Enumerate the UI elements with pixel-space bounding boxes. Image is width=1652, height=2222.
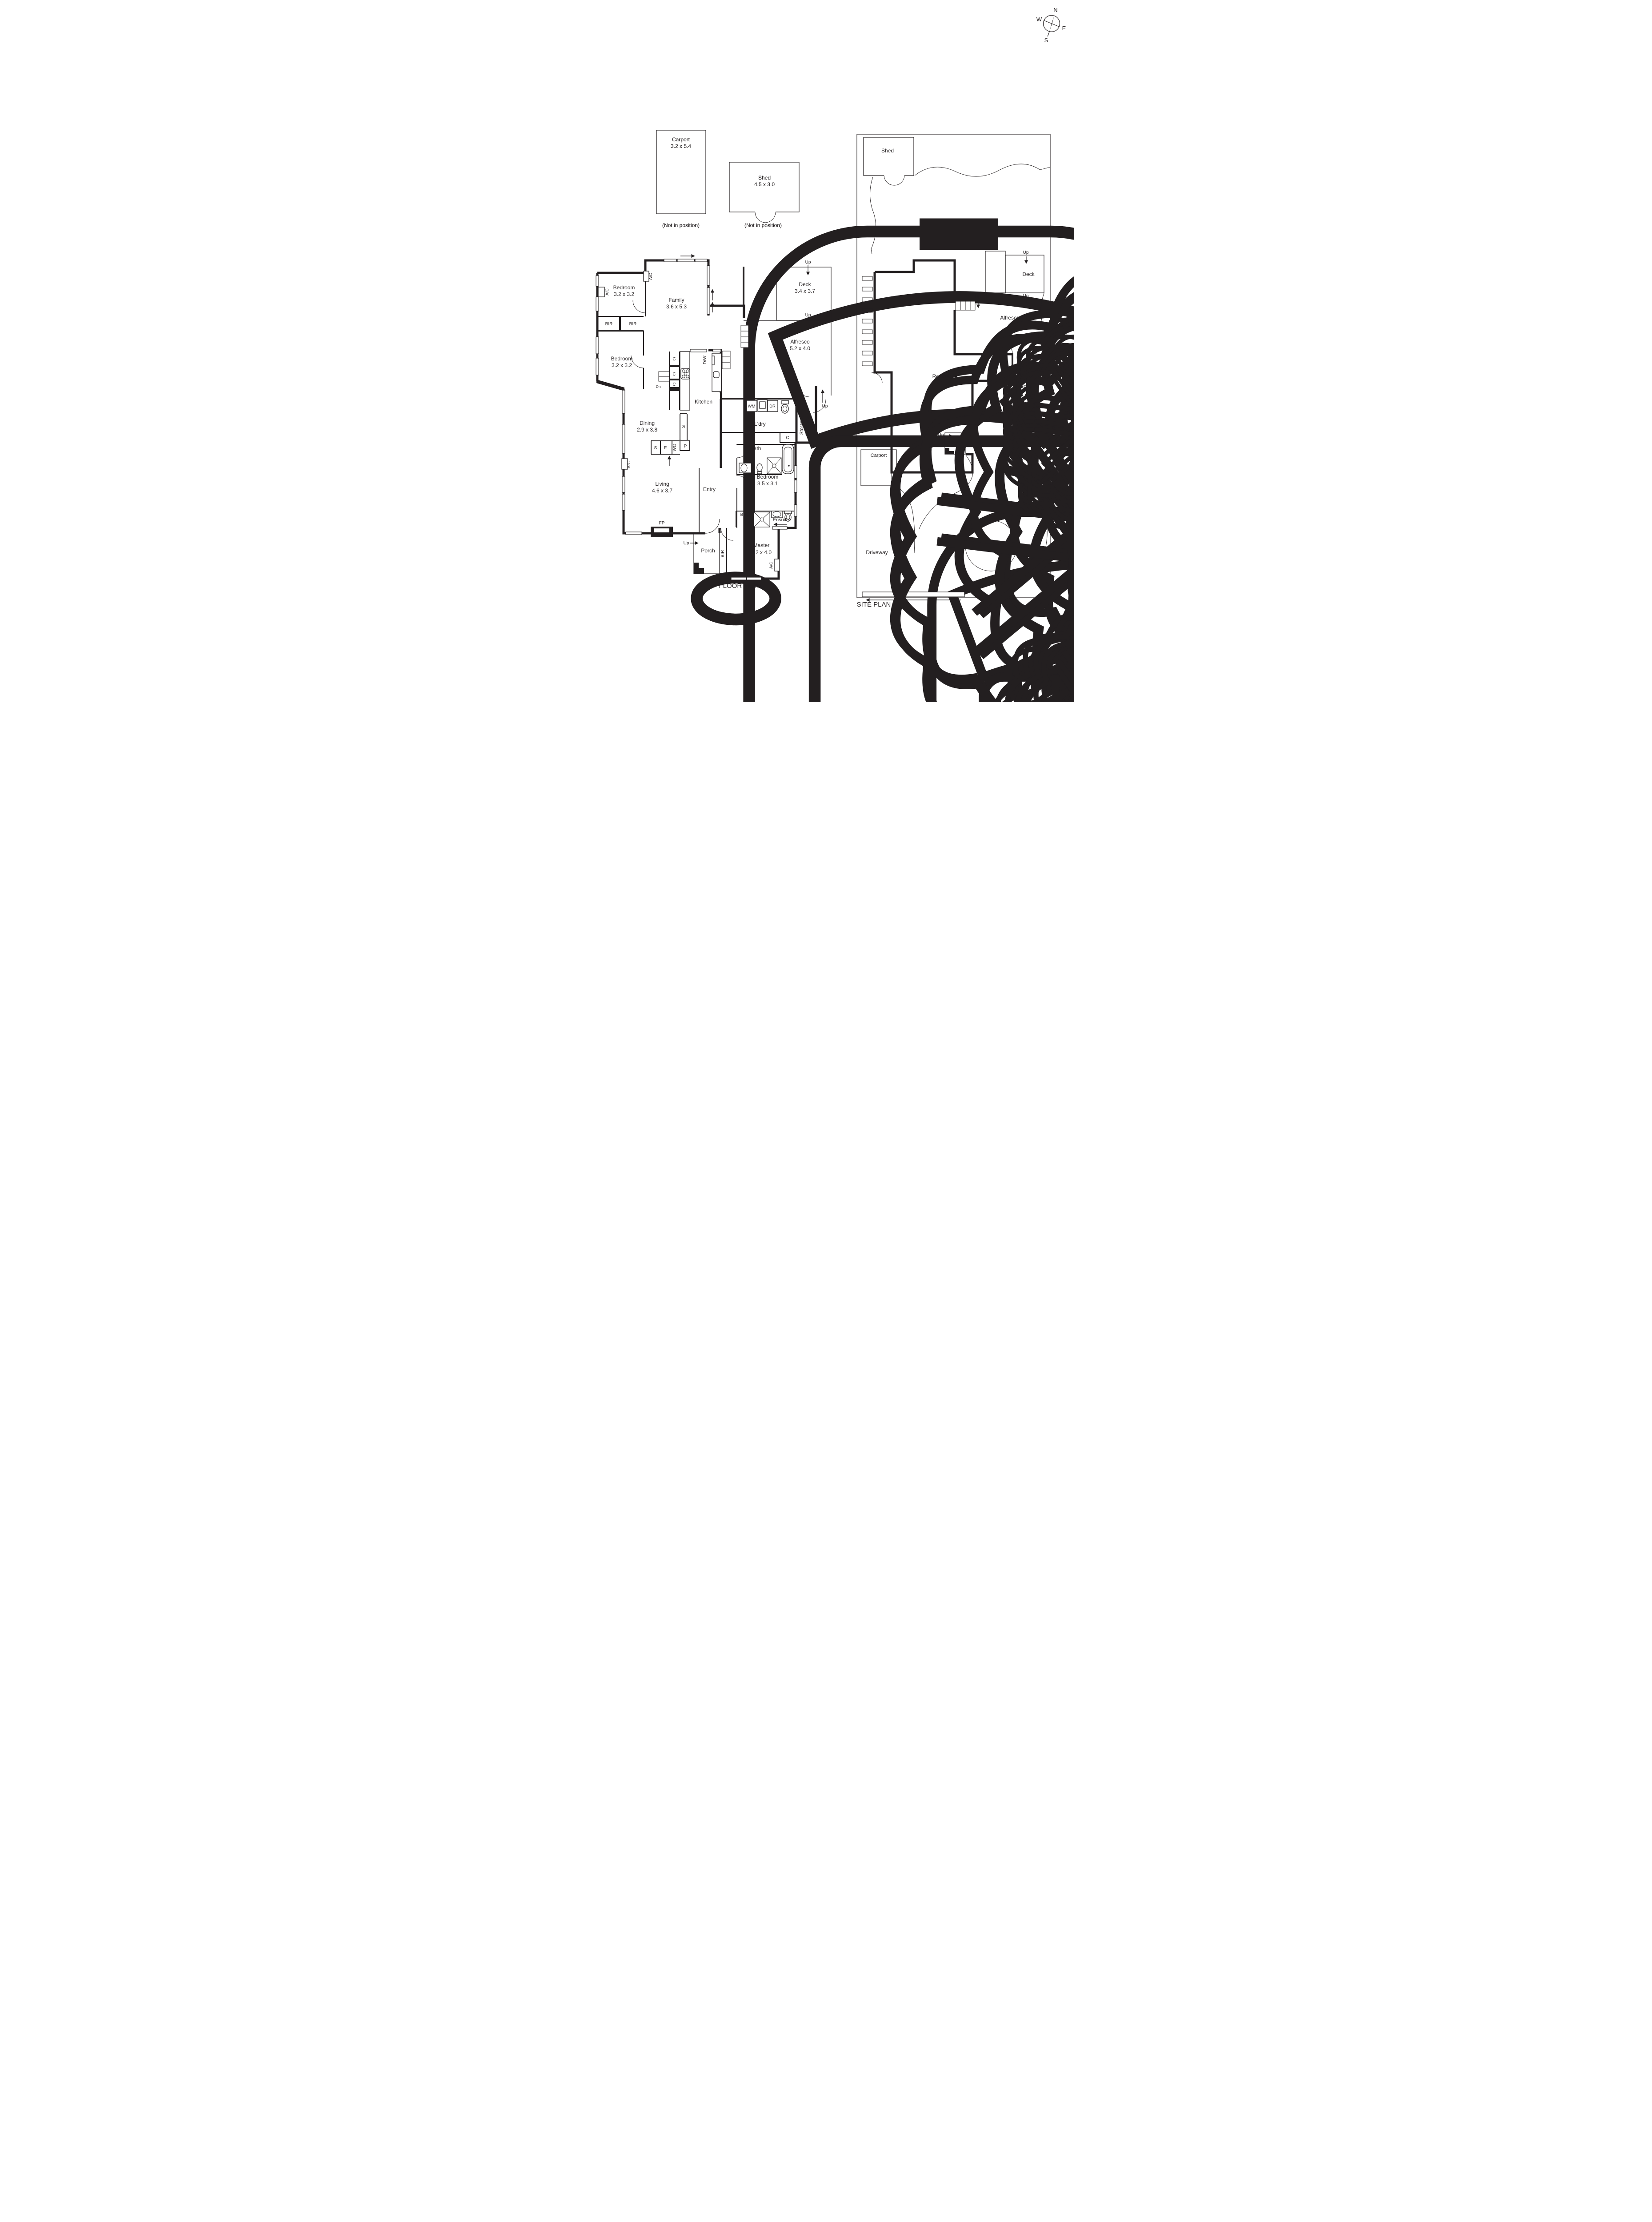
up-deck-top: Up xyxy=(805,260,811,265)
fp: FP xyxy=(659,521,665,526)
shed-note: (Not in position) xyxy=(744,222,782,228)
legend-shed-note: (Not in position) xyxy=(744,222,782,228)
legend-shed-size: 4.5 x 3.0 xyxy=(754,181,775,188)
floor-plan xyxy=(596,254,832,580)
bedroom3-size: 3.5 x 3.1 xyxy=(757,480,778,487)
compass: N W E S xyxy=(1036,7,1066,44)
bedroom1-size: 3.2 x 3.2 xyxy=(614,291,634,297)
bir-2: BIR xyxy=(629,322,637,327)
up-back: Up xyxy=(822,404,828,409)
c-ldry: C xyxy=(786,436,789,440)
dw: D/W xyxy=(703,356,708,364)
compass-e: E xyxy=(1062,25,1066,32)
site-up-porch: Up xyxy=(938,433,944,438)
ac-bedroom1: A/C xyxy=(605,288,610,296)
ac-family: A/C xyxy=(648,273,653,280)
compass-n: N xyxy=(1053,7,1057,13)
shed-name: Shed xyxy=(758,175,771,181)
s-vert: S xyxy=(681,425,686,428)
alfresco-name: Alfresco xyxy=(790,339,810,345)
living-name: Living xyxy=(655,481,669,487)
deck-name: Deck xyxy=(799,281,811,288)
legend-carport-name: Carport xyxy=(672,136,690,143)
legend-carport-size: 3.2 x 5.4 xyxy=(671,143,691,149)
legend-carport-note: (Not in position) xyxy=(662,222,700,228)
bedroom3-name: Bedroom xyxy=(757,474,779,480)
bir-master: BIR xyxy=(720,550,725,558)
wo: WO xyxy=(672,444,677,451)
s-row: S xyxy=(654,446,657,451)
site-deck: Deck xyxy=(1022,271,1035,277)
carport-name: Carport xyxy=(672,136,690,143)
c-3: C xyxy=(672,382,676,387)
site-residence: Residence xyxy=(932,373,958,380)
site-alfresco: Alfresco xyxy=(1000,315,1020,321)
bir-1: BIR xyxy=(605,322,613,327)
ac-master: A/C xyxy=(769,562,774,569)
legend-shed xyxy=(729,162,800,223)
porch: Porch xyxy=(701,548,715,554)
entry: Entry xyxy=(703,486,716,492)
ac-dining: A/C xyxy=(627,461,632,468)
carport-size: 3.2 x 5.4 xyxy=(671,143,691,149)
site-storage: Storage xyxy=(1017,360,1022,376)
wm: WM xyxy=(748,404,756,409)
garden-trees xyxy=(894,250,1074,702)
master-size: 4.2 x 4.0 xyxy=(751,549,772,556)
plan-page: N W E S xyxy=(578,0,1074,702)
legend-shed-name: Shed xyxy=(758,175,771,181)
shed-size: 4.5 x 3.0 xyxy=(754,181,775,188)
ldry: L'dry xyxy=(754,421,766,427)
up-deck-mid: Up xyxy=(805,313,811,318)
site-plan-title: SITE PLAN xyxy=(857,601,891,608)
dr: DR xyxy=(769,404,776,409)
p-row: P xyxy=(684,444,687,449)
site-shed: Shed xyxy=(881,148,894,154)
c-1: C xyxy=(672,357,676,362)
dining-name: Dining xyxy=(640,420,655,426)
site-carport: Carport xyxy=(871,453,887,458)
storage-size: 1.2 x 2.5 xyxy=(805,417,810,436)
site-porch: Porch xyxy=(951,441,964,446)
dining-size: 2.9 x 3.8 xyxy=(637,427,657,433)
c-2: C xyxy=(672,372,676,377)
site-up-deck-top: Up xyxy=(1023,250,1029,255)
bir-3: BIR xyxy=(740,512,748,517)
living-size: 4.6 x 3.7 xyxy=(652,488,672,494)
kitchen: Kitchen xyxy=(695,399,712,405)
dn: Dn xyxy=(656,384,661,389)
f-row: F xyxy=(664,446,667,451)
up-porch: Up xyxy=(684,541,689,546)
bedroom1-name: Bedroom xyxy=(613,284,635,291)
family-name: Family xyxy=(668,297,684,303)
bedroom2-size: 3.2 x 3.2 xyxy=(612,362,632,368)
compass-w: W xyxy=(1036,16,1042,23)
floorplan-drawing: N W E S xyxy=(596,7,1074,702)
floor-plan-title: FLOOR PLAN xyxy=(719,582,761,590)
ensuite: Ensuite xyxy=(773,517,789,523)
bedroom2-name: Bedroom xyxy=(611,356,633,362)
site-up-deck-mid: Up xyxy=(1023,294,1029,299)
family-size: 3.6 x 5.3 xyxy=(666,304,687,310)
deck-size: 3.4 x 3.7 xyxy=(795,288,815,294)
compass-s: S xyxy=(1044,37,1048,44)
alfresco-size: 5.2 x 4.0 xyxy=(790,345,810,352)
site-up-steps: Up xyxy=(975,295,981,300)
site-up-storage: Up xyxy=(1036,355,1041,360)
master-name: Master xyxy=(753,542,770,548)
site-driveway: Driveway xyxy=(866,549,888,556)
storage-name: Storage xyxy=(799,418,804,435)
legend-carport xyxy=(656,130,1074,702)
carport-note: (Not in position) xyxy=(662,222,700,228)
bath: Bath xyxy=(750,445,761,452)
